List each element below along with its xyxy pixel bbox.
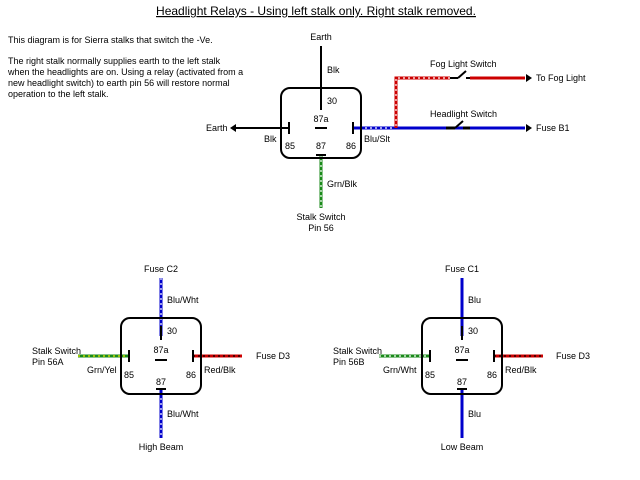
stalk-switch-label: Stalk Switch xyxy=(333,346,382,356)
fog-switch-label: Fog Light Switch xyxy=(430,59,497,69)
relay-low-beam: 30 87a 85 86 87 Fuse C1 Blu Stalk Switch… xyxy=(333,264,590,452)
grn-blk-label: Grn/Blk xyxy=(327,179,358,189)
pin-86-label: 86 xyxy=(186,370,196,380)
wire-left-label: Grn/Wht xyxy=(383,365,417,375)
blk-left-label: Blk xyxy=(264,134,277,144)
pin-30-label: 30 xyxy=(327,96,337,106)
fuse-c1-label: Fuse C1 xyxy=(445,264,479,274)
low-beam-label: Low Beam xyxy=(441,442,484,452)
pin-85-label: 85 xyxy=(285,141,295,151)
pin-87-label: 87 xyxy=(316,141,326,151)
fuse-c2-label: Fuse C2 xyxy=(144,264,178,274)
blk-top-label: Blk xyxy=(327,65,340,75)
earth-left-label: Earth xyxy=(206,123,228,133)
stalk-switch-label: Stalk Switch xyxy=(296,212,345,222)
pin-87-label: 87 xyxy=(457,377,467,387)
fuse-d3-label: Fuse D3 xyxy=(556,351,590,361)
fuse-d3-label: Fuse D3 xyxy=(256,351,290,361)
pin-56a-label: Pin 56A xyxy=(32,357,64,367)
wire-left-label: Grn/Yel xyxy=(87,365,117,375)
headlight-switch-label: Headlight Switch xyxy=(430,109,497,119)
pin-87a-label: 87a xyxy=(454,345,469,355)
wire-bottom-label: Blu xyxy=(468,409,481,419)
diagram-title: Headlight Relays - Using left stalk only… xyxy=(156,4,476,18)
pin-87a-label: 87a xyxy=(313,114,328,124)
wire-top-label: Blu/Wht xyxy=(167,295,199,305)
relay-low-beam-box xyxy=(421,317,503,395)
pin-87a-label: 87a xyxy=(153,345,168,355)
pin-85-label: 85 xyxy=(425,370,435,380)
fuse-b1-label: Fuse B1 xyxy=(536,123,570,133)
relay-top-box xyxy=(280,87,362,159)
pin-30-label: 30 xyxy=(167,326,177,336)
description-para2-line3: new headlight switch) to earth pin 56 wi… xyxy=(8,78,230,88)
to-fog-label: To Fog Light xyxy=(536,73,586,83)
arrow-fuse-b1-icon xyxy=(526,124,532,132)
pin-87-label: 87 xyxy=(156,377,166,387)
arrow-earth-left-icon xyxy=(230,124,236,132)
description-para2-line1: The right stalk normally supplies earth … xyxy=(8,56,221,66)
wire-top-label: Blu xyxy=(468,295,481,305)
wire-right-label: Red/Blk xyxy=(204,365,236,375)
pin-86-label: 86 xyxy=(346,141,356,151)
relay-top: 30 87a 85 86 87 Earth Blk Earth Blk Blu/… xyxy=(206,32,586,233)
relay-high-beam: 30 87a 85 86 87 Fuse C2 Blu/Wht Stalk Sw… xyxy=(32,264,290,452)
pin-86-label: 86 xyxy=(487,370,497,380)
arrow-to-fog-icon xyxy=(526,74,532,82)
fog-light-switch xyxy=(450,70,470,79)
high-beam-label: High Beam xyxy=(139,442,184,452)
wire-fog-red xyxy=(394,76,525,128)
description-para2-line4: operation to the left stalk. xyxy=(8,89,109,99)
blu-slt-label: Blu/Slt xyxy=(364,134,391,144)
headlight-switch xyxy=(446,120,470,130)
description-line1: This diagram is for Sierra stalks that s… xyxy=(8,35,213,45)
pin-56b-label: Pin 56B xyxy=(333,357,365,367)
description-para2-line2: when the headlights are on. Using a rela… xyxy=(7,67,243,77)
pin56-label: Pin 56 xyxy=(308,223,334,233)
earth-top-label: Earth xyxy=(310,32,332,42)
wire-bottom-label: Blu/Wht xyxy=(167,409,199,419)
relay-high-beam-box xyxy=(120,317,202,395)
pin-85-label: 85 xyxy=(124,370,134,380)
wire-right-label: Red/Blk xyxy=(505,365,537,375)
stalk-switch-label: Stalk Switch xyxy=(32,346,81,356)
pin-30-label: 30 xyxy=(468,326,478,336)
